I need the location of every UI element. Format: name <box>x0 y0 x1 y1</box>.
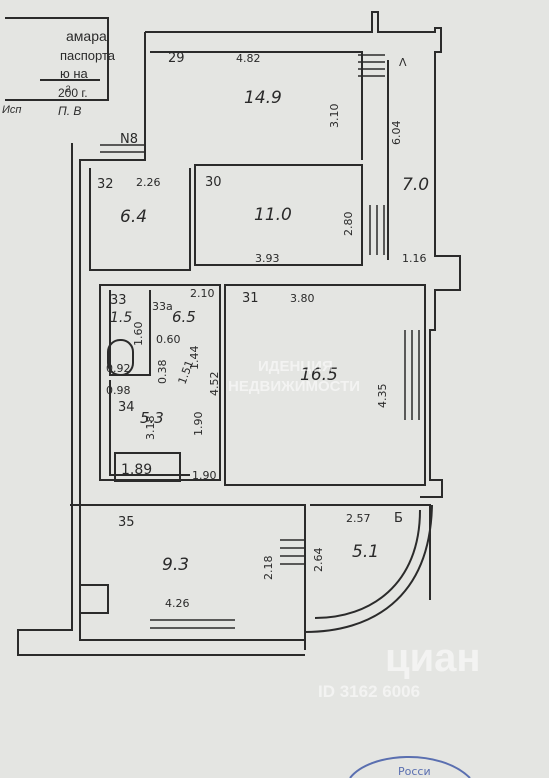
room-29-number: 29 <box>168 51 185 66</box>
corner-mark: Λ <box>399 56 407 69</box>
balcony-right-area: 7.0 <box>402 175 429 195</box>
dim-33a-c: 1.44 <box>188 346 201 371</box>
room-33-area: 1.5 <box>110 310 132 326</box>
dim-33a-a: 2.10 <box>190 287 215 300</box>
bath-label: 1.89 <box>121 462 152 478</box>
room-35-area: 9.3 <box>162 555 189 575</box>
dim-33-height: 1.60 <box>132 322 145 347</box>
dim-31-width: 3.80 <box>290 292 315 305</box>
stamp-line-1: амара <box>66 28 107 44</box>
stamp-line-5b: П. В <box>58 104 82 118</box>
dim-33a-f: 4.52 <box>208 372 221 397</box>
room-30-walls <box>194 164 363 266</box>
room-35-number: 35 <box>118 515 135 530</box>
bathtub <box>114 452 181 482</box>
dim-loggia-width: 2.57 <box>346 512 371 525</box>
stamp-line-3: ю на <box>60 66 88 81</box>
stove <box>79 584 109 614</box>
round-stamp-text: Росси <box>398 765 431 778</box>
dim-35-width: 4.26 <box>165 597 190 610</box>
room-32-number: 32 <box>97 177 114 192</box>
stamp-line-4: 200 г.2 <box>58 84 88 100</box>
room-34-number: 34 <box>118 400 135 415</box>
room-31-number: 31 <box>242 291 259 306</box>
title-stamp: амара паспорта ю на 200 г.2 Исп П. В <box>0 18 115 118</box>
room-30-number: 30 <box>205 175 222 190</box>
room-35-walls <box>70 504 306 650</box>
window-31 <box>404 330 420 420</box>
watermark-brand: циан <box>385 636 481 680</box>
dim-34-height: 3.18 <box>144 416 157 441</box>
window-35 <box>150 619 235 629</box>
room-33a-number: 33а <box>152 300 173 313</box>
dim-34-width: 0.98 <box>106 384 131 397</box>
room-32-area: 6.4 <box>120 207 147 227</box>
window-29 <box>358 54 385 77</box>
dim-33a-b: 0.60 <box>156 333 181 346</box>
room-33-number: 33 <box>110 293 127 308</box>
stamp-frame <box>5 17 109 101</box>
flat-number: N8 <box>120 132 138 147</box>
loggia-area: 5.1 <box>352 542 379 562</box>
dim-33a-d: 0.38 <box>156 360 169 385</box>
watermark-id: ID 3162 6006 <box>318 682 421 701</box>
round-stamp <box>349 756 471 778</box>
dim-32-width: 2.26 <box>136 176 161 189</box>
dim-balcony-length: 6.04 <box>390 121 403 146</box>
dim-33a-h: 1.90 <box>192 469 217 482</box>
dim-31-height: 4.35 <box>376 384 389 409</box>
room-29-area: 14.9 <box>244 88 282 108</box>
wet-zone-walls <box>99 284 221 481</box>
outer-wall-left <box>17 143 305 656</box>
room-31-walls <box>224 284 426 486</box>
dim-loggia-height: 2.64 <box>312 548 325 573</box>
room-30-area: 11.0 <box>254 205 292 225</box>
room-32-walls <box>89 168 191 271</box>
entrance-door <box>100 144 145 153</box>
window-loggia <box>280 539 305 565</box>
dim-29-width: 4.82 <box>236 52 261 65</box>
room-34-area: 5.3 <box>140 409 164 427</box>
room-33a-area: 6.5 <box>172 308 196 326</box>
dim-29-height: 3.10 <box>328 104 341 129</box>
stamp-line-5a: Исп <box>2 104 22 116</box>
stamp-line-2: паспорта <box>60 48 116 63</box>
exterior-wall-left <box>79 32 305 641</box>
dim-33a-g: 1.90 <box>192 412 205 437</box>
window-30 <box>369 205 385 255</box>
dim-33-width: 0.92 <box>106 362 131 375</box>
dim-balcony-width: 1.16 <box>402 252 427 265</box>
watermark-line-1: ИДЕНЦИЯ <box>258 358 333 375</box>
loggia-letter: Б <box>394 511 403 526</box>
dim-30-height: 2.80 <box>342 212 355 237</box>
dim-30-width: 3.93 <box>255 252 280 265</box>
dim-33a-e: 1.51 <box>176 359 197 386</box>
exterior-wall-right <box>145 11 461 498</box>
toilet <box>107 339 134 376</box>
dim-35-height: 2.18 <box>262 556 275 581</box>
room-31-area: 16.5 <box>300 365 338 385</box>
loggia-arc <box>304 504 433 633</box>
watermark-line-2: НЕДВИЖИМОСТИ <box>228 378 361 395</box>
